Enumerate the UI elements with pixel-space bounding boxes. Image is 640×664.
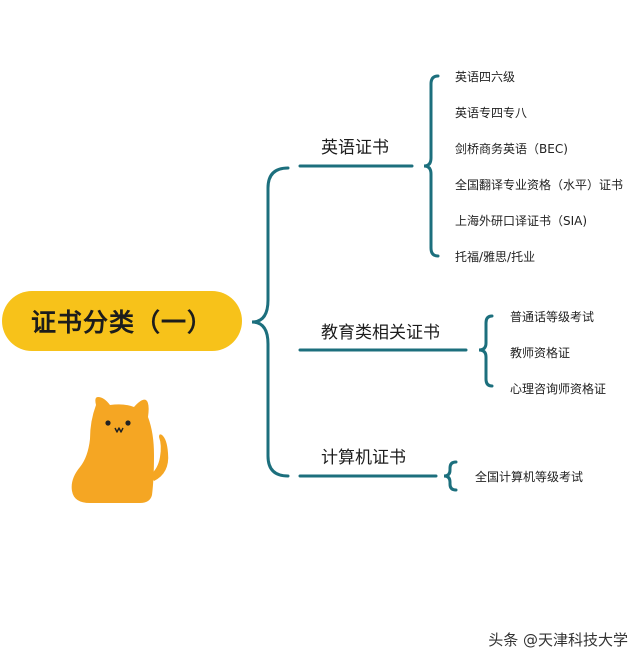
root-node: 证书分类（一） <box>2 291 242 351</box>
branch-computer-label: 计算机证书 <box>321 448 406 468</box>
brace-english <box>423 74 440 258</box>
leaf-english-2: 英语专四专八 <box>455 106 528 120</box>
leaf-english-6: 托福/雅思/托业 <box>455 250 536 264</box>
cat-mouth <box>114 427 124 433</box>
leaf-english-4: 全国翻译专业资格（水平）证书 <box>455 178 624 192</box>
cat-right-eye <box>125 420 131 426</box>
leaf-english-5: 上海外研口译证书（SIA) <box>455 214 588 228</box>
cat-tail <box>150 434 169 481</box>
branch-education-label: 教育类相关证书 <box>321 323 440 343</box>
cat-body <box>71 397 154 503</box>
leaf-education-1: 普通话等级考试 <box>510 310 595 324</box>
brace-computer <box>443 460 458 492</box>
main-brace <box>251 166 290 478</box>
brace-education <box>478 314 494 388</box>
leaf-education-3: 心理咨询师资格证 <box>510 382 607 396</box>
leaf-computer-1: 全国计算机等级考试 <box>475 470 584 484</box>
leaf-education-2: 教师资格证 <box>510 346 571 360</box>
cat-left-eye <box>105 420 111 426</box>
cat-illustration <box>71 397 169 503</box>
leaf-english-1: 英语四六级 <box>455 70 516 84</box>
branch-english-label: 英语证书 <box>321 138 389 158</box>
leaf-english-3: 剑桥商务英语（BEC) <box>455 142 568 156</box>
watermark: 头条 @天津科技大学 <box>488 631 628 649</box>
